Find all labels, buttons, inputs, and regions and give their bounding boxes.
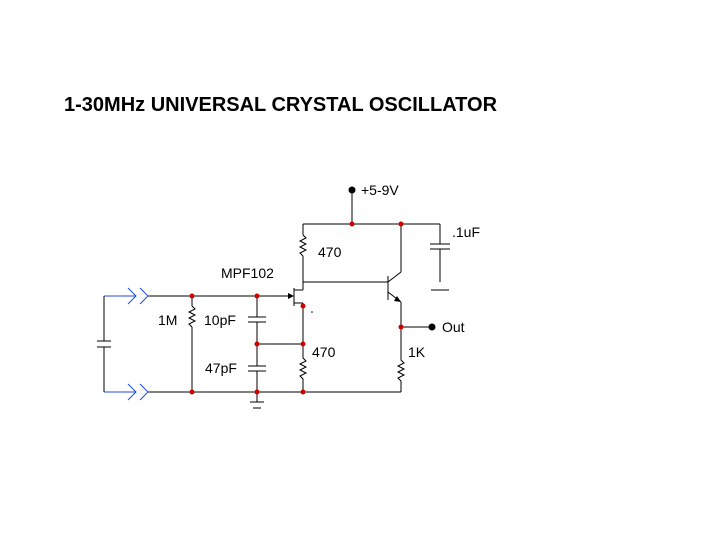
page-title: 1-30MHz UNIVERSAL CRYSTAL OSCILLATOR	[64, 94, 498, 116]
feedback-capacitor	[248, 344, 266, 409]
gate-capacitor	[248, 296, 266, 344]
source-resistor	[298, 345, 308, 392]
bipolar-transistor	[387, 224, 402, 345]
crystal-symbol	[97, 296, 111, 392]
output-label: Out	[442, 319, 465, 335]
output-terminal[interactable]	[401, 323, 436, 331]
bypass-capacitor-label: .1uF	[452, 224, 480, 240]
supply-terminal[interactable]	[348, 186, 356, 225]
drain-resistor-label: 470	[318, 244, 342, 260]
gate-resistor-label: 1M	[158, 312, 177, 328]
junction-dots	[189, 221, 404, 395]
feedback-capacitor-label: 47pF	[205, 360, 237, 376]
crystal-connector-bottom[interactable]	[104, 383, 149, 401]
emitter-resistor-label: 1K	[408, 344, 426, 360]
drain-resistor	[298, 224, 308, 282]
gate-capacitor-label: 10pF	[204, 312, 236, 328]
fet-label: MPF102	[221, 265, 274, 281]
supply-label: +5-9V	[361, 182, 399, 198]
top-rail	[303, 223, 441, 244]
crystal-connector-top[interactable]	[104, 287, 149, 305]
fet-transistor	[257, 282, 313, 345]
gate-wire	[148, 295, 257, 392]
bypass-capacitor	[430, 243, 450, 291]
source-resistor-label: 470	[312, 344, 336, 360]
emitter-resistor	[396, 345, 406, 392]
